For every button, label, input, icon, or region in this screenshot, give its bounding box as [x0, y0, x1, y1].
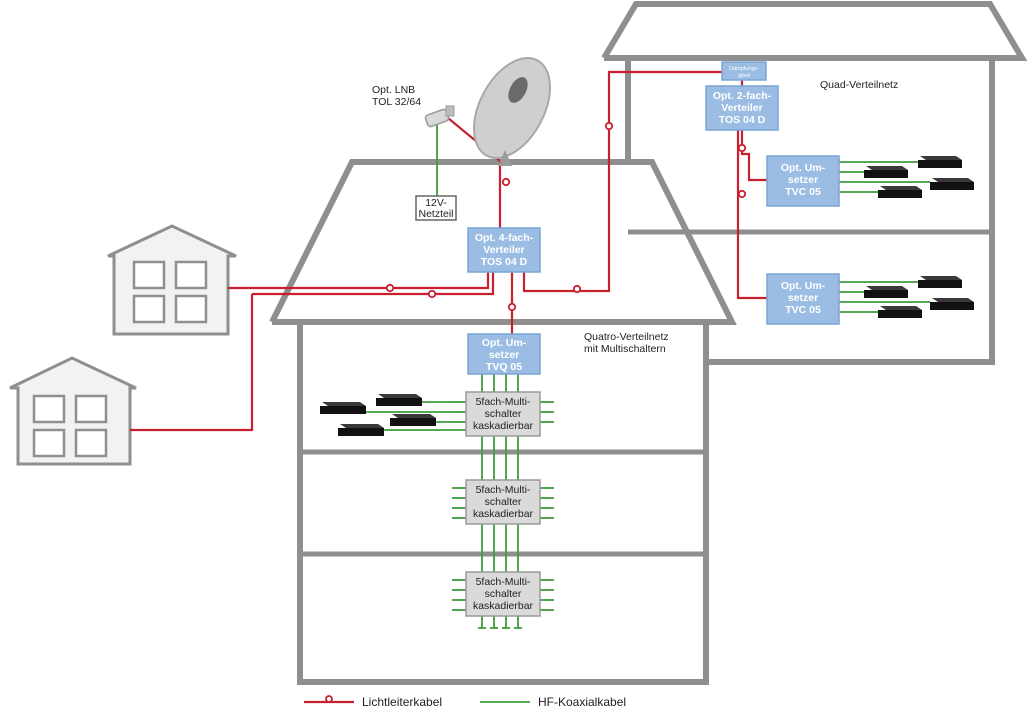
- psu-label-line2: Netzteil: [418, 208, 453, 220]
- splitter4-line1: Opt. 4-fach-: [475, 232, 534, 244]
- legend-fiber-label: Lichtleiterkabel: [362, 695, 442, 709]
- quatro-net-label-line1: Quatro-Verteilnetz: [584, 331, 669, 343]
- set-top-box-icon: [930, 298, 974, 310]
- set-top-box-icon: [864, 286, 908, 298]
- quad-net-label: Quad-Verteilnetz: [820, 79, 898, 91]
- ms3-line1: 5fach-Multi-: [476, 576, 531, 588]
- ms2-line3: kaskadierbar: [473, 508, 534, 520]
- attenuator-line2: glied: [738, 73, 750, 79]
- fiber-connectors: [385, 121, 747, 312]
- legend: Lichtleiterkabel HF-Koaxialkabel: [304, 695, 626, 709]
- power-supply: 12V- Netzteil: [415, 195, 457, 221]
- tvc-a-line1: Opt. Um-: [781, 162, 826, 174]
- multiswitch-3: 5fach-Multi- schalter kaskadierbar: [465, 571, 541, 617]
- receivers-quad-a: [864, 156, 974, 198]
- quatro-net-label-line2: mit Multischaltern: [584, 343, 666, 355]
- ms1-line2: schalter: [485, 408, 522, 420]
- converter-tvc-a: Opt. Um- setzer TVC 05: [766, 155, 840, 207]
- ms3-line3: kaskadierbar: [473, 600, 534, 612]
- set-top-box-icon: [390, 414, 436, 426]
- set-top-box-icon: [864, 166, 908, 178]
- attenuator-line1: Dämpfungs-: [729, 66, 759, 72]
- set-top-box-icon: [878, 306, 922, 318]
- set-top-box-icon: [918, 276, 962, 288]
- set-top-box-icon: [878, 186, 922, 198]
- tvc-a-line3: TVC 05: [785, 186, 821, 198]
- main-house: [269, 159, 737, 685]
- lnb-label-line1: Opt. LNB: [372, 84, 415, 96]
- tvc-a-line2: setzer: [788, 174, 818, 186]
- splitter-2-fach: Opt. 2-fach- Verteiler TOS 04 D: [705, 85, 779, 131]
- converter-tvc-b: Opt. Um- setzer TVC 05: [766, 273, 840, 325]
- legend-coax: HF-Koaxialkabel: [480, 695, 626, 709]
- attenuator: Dämpfungs- glied: [721, 61, 767, 81]
- set-top-box-icon: [930, 178, 974, 190]
- set-top-box-icon: [338, 424, 384, 436]
- splitter2-line1: Opt. 2-fach-: [713, 90, 772, 102]
- psu-label-line1: 12V-: [425, 197, 447, 209]
- tvq-line3: TVQ 05: [486, 361, 522, 373]
- converter-tvq: Opt. Um- setzer TVQ 05: [467, 333, 541, 375]
- small-house-1: [107, 224, 237, 336]
- legend-fiber: Lichtleiterkabel: [304, 695, 442, 709]
- splitter4-line2: Verteiler: [483, 244, 524, 256]
- small-house-2: [9, 356, 137, 466]
- set-top-box-icon: [320, 402, 366, 414]
- set-top-box-icon: [376, 394, 422, 406]
- ms2-line1: 5fach-Multi-: [476, 484, 531, 496]
- ms1-line1: 5fach-Multi-: [476, 396, 531, 408]
- ms2-line2: schalter: [485, 496, 522, 508]
- satellite-dish-icon: [473, 57, 551, 166]
- receivers-main: [320, 394, 436, 436]
- splitter-4-fach: Opt. 4-fach- Verteiler TOS 04 D: [467, 227, 541, 273]
- tvc-b-line1: Opt. Um-: [781, 280, 826, 292]
- lnb-icon: [424, 105, 455, 128]
- splitter2-line2: Verteiler: [721, 102, 762, 114]
- splitter4-line3: TOS 04 D: [481, 256, 528, 268]
- legend-coax-label: HF-Koaxialkabel: [538, 695, 626, 709]
- multiswitch-1: 5fach-Multi- schalter kaskadierbar: [465, 391, 541, 437]
- tvq-line1: Opt. Um-: [482, 337, 527, 349]
- ms1-line3: kaskadierbar: [473, 420, 534, 432]
- tvc-b-line2: setzer: [788, 292, 818, 304]
- receivers-quad-b: [864, 276, 974, 318]
- set-top-box-icon: [918, 156, 962, 168]
- lnb-label-line2: TOL 32/64: [372, 96, 421, 108]
- tvc-b-line3: TVC 05: [785, 304, 821, 316]
- tvq-line2: setzer: [489, 349, 519, 361]
- multiswitch-2: 5fach-Multi- schalter kaskadierbar: [465, 479, 541, 525]
- ms3-line2: schalter: [485, 588, 522, 600]
- splitter2-line3: TOS 04 D: [719, 114, 766, 126]
